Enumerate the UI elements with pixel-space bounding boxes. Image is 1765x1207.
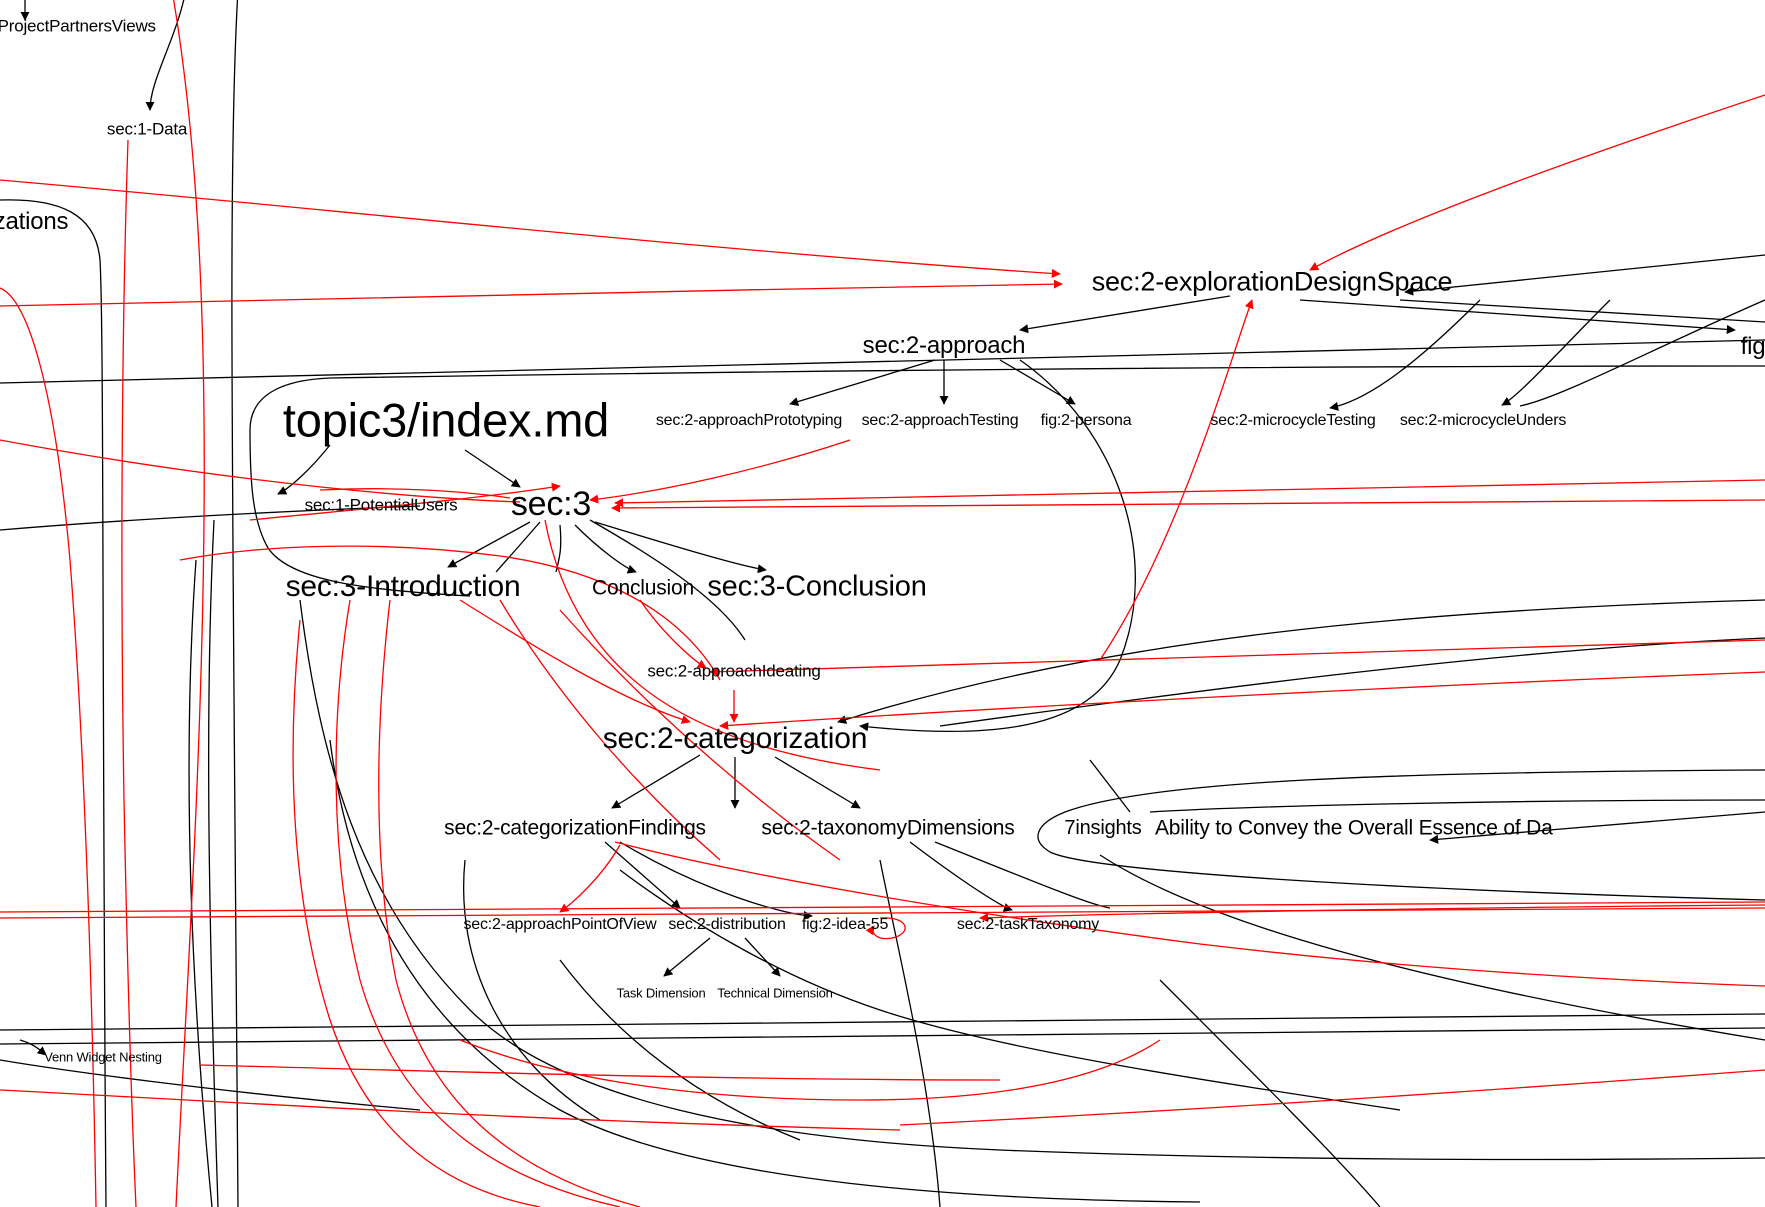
graph-node-sec2ApproachPrototyping[interactable]: sec:2-approachPrototyping — [655, 412, 843, 429]
graph-node-sec2MicrocycleUnders[interactable]: sec:2-microcycleUnders — [1399, 412, 1567, 429]
graph-node-vennWidgetNesting[interactable]: Venn Widget Nesting — [44, 1049, 162, 1065]
graph-node-sec3Conclusion[interactable]: sec:3-Conclusion — [707, 570, 927, 603]
graph-node-taskDimension[interactable]: Task Dimension — [616, 985, 706, 1001]
graph-node-sec2ExplorationDesignSpace[interactable]: sec:2-explorationDesignSpace — [1091, 266, 1453, 297]
graph-node-sec2ApproachTesting[interactable]: sec:2-approachTesting — [861, 412, 1019, 429]
graph-node-sec2Categorization[interactable]: sec:2-categorization — [602, 722, 868, 755]
graph-node-sec2CategorizationFindings[interactable]: sec:2-categorizationFindings — [444, 816, 706, 840]
graph-node-fig2Persona[interactable]: fig:2-persona — [1040, 412, 1132, 429]
graph-node-fig2Idea55[interactable]: fig:2-idea-55 — [801, 916, 889, 933]
graph-node-topic3-index-md[interactable]: topic3/index.md — [282, 393, 610, 447]
graph-node-projectPartnersViews[interactable]: -ProjectPartnersViews — [0, 16, 156, 36]
graph-node-sec1PotentialUsers[interactable]: sec:1-PotentialUsers — [304, 495, 458, 515]
graph-node-sec2TaxonomyDimensions[interactable]: sec:2-taxonomyDimensions — [761, 816, 1015, 840]
graph-node-sec2MicrocycleTesting[interactable]: sec:2-microcycleTesting — [1210, 412, 1376, 429]
graph-node-zations[interactable]: zations — [0, 208, 69, 235]
graph-node-sec2Distribution[interactable]: sec:2-distribution — [668, 916, 786, 933]
graph-node-abilityToConvey[interactable]: Ability to Convey the Overall Essence of… — [1155, 816, 1553, 840]
graph-node-sec2ApproachIdeating[interactable]: sec:2-approachIdeating — [647, 661, 821, 681]
graph-node-sec3[interactable]: sec:3 — [510, 485, 592, 523]
graph-node-technicalDimension[interactable]: Technical Dimension — [717, 985, 833, 1001]
graph-node-7insights[interactable]: 7insights — [1064, 817, 1142, 839]
graph-node-conclusion[interactable]: Conclusion — [592, 576, 694, 600]
graph-node-fig[interactable]: fig — [1740, 333, 1765, 360]
graph-node-sec2TaskTaxonomy[interactable]: sec:2-taskTaxonomy — [956, 916, 1100, 933]
graph-node-sec2Approach[interactable]: sec:2-approach — [862, 332, 1026, 359]
graph-node-sec1Data[interactable]: sec:1-Data — [106, 119, 188, 139]
graph-node-sec3Introduction[interactable]: sec:3-Introduction — [285, 570, 521, 603]
graph-node-sec2ApproachPointOfView[interactable]: sec:2-approachPointOfView — [463, 916, 657, 933]
